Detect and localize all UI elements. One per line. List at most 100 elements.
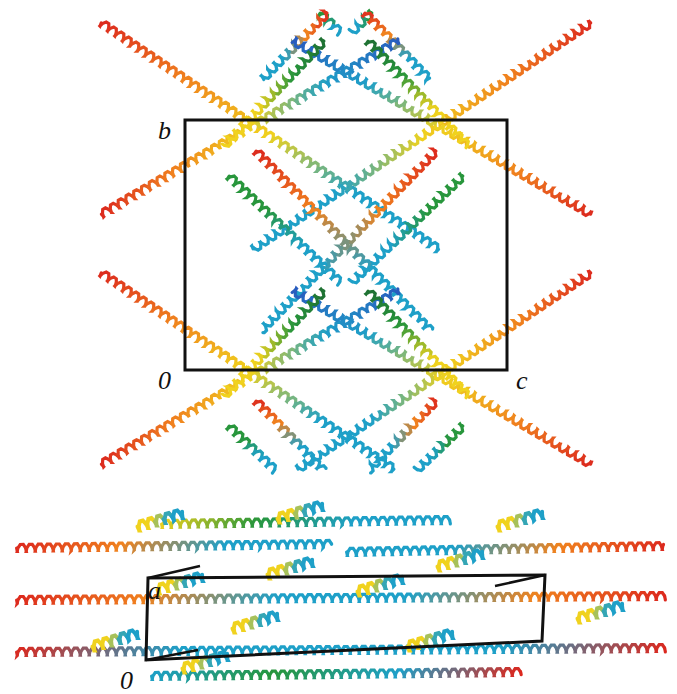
helix-segment xyxy=(152,57,161,63)
helix-segment xyxy=(414,467,417,469)
helix-segment xyxy=(234,112,243,118)
helix-segment xyxy=(490,155,499,161)
helix-segment xyxy=(130,292,139,298)
helix-segment xyxy=(297,466,300,469)
helix-segment xyxy=(167,67,176,73)
helix-segment xyxy=(321,504,323,510)
helix-segment xyxy=(317,417,326,423)
helix-segment xyxy=(272,470,274,473)
helix-segment xyxy=(448,520,452,524)
helix-segment xyxy=(512,669,521,676)
helix-segment xyxy=(451,632,453,638)
helix-segment xyxy=(401,577,403,583)
helix-segment xyxy=(338,282,340,285)
helix-segment xyxy=(145,52,154,58)
helix-segment xyxy=(330,542,333,545)
helix-segment xyxy=(342,319,351,325)
helix-segment xyxy=(220,352,229,358)
helix-segment xyxy=(264,132,273,138)
unit-cell-outline xyxy=(185,120,507,370)
helix-segment xyxy=(423,325,432,329)
helix-segment xyxy=(205,92,214,98)
helix-segment xyxy=(309,412,318,418)
helix-segment xyxy=(279,142,288,148)
helix-segment xyxy=(294,152,303,158)
helix-segment xyxy=(272,137,281,143)
helix-segment xyxy=(287,147,296,153)
helix-segment xyxy=(190,332,199,338)
axis-label: 0 xyxy=(158,368,171,394)
axis-label: b xyxy=(158,118,171,144)
helix-segment xyxy=(513,419,522,425)
helix-segment xyxy=(519,672,523,675)
helix-segment xyxy=(662,545,664,550)
helix-segment xyxy=(663,596,667,600)
axis-label: a xyxy=(148,578,161,604)
helix-segment xyxy=(264,382,273,388)
helix-segment xyxy=(263,323,267,332)
helix-segment xyxy=(541,512,543,518)
helix-segment xyxy=(513,169,522,175)
helix-segment xyxy=(536,182,545,188)
helix-segment xyxy=(317,466,326,469)
helix-segment xyxy=(338,32,340,35)
helix-segment xyxy=(197,87,206,93)
helix-segment xyxy=(115,282,124,288)
helix-segment xyxy=(324,172,333,178)
helix-segment xyxy=(160,62,169,68)
helix-segment xyxy=(137,297,146,303)
helix-segment xyxy=(354,192,363,198)
helix-layer-top xyxy=(100,11,592,473)
helix-segment xyxy=(334,65,343,71)
helix-segment xyxy=(252,246,255,249)
helix-segment xyxy=(137,47,146,53)
helix-segment xyxy=(234,362,243,368)
helix-segment xyxy=(332,177,341,183)
helix-segment xyxy=(436,249,438,252)
helix-segment xyxy=(324,422,333,428)
helix-segment xyxy=(426,78,430,81)
helix-segment xyxy=(656,645,665,652)
helix-segment xyxy=(621,604,623,610)
helix-segment xyxy=(107,277,116,283)
unit-cell-outline xyxy=(146,575,545,660)
axis-label: c xyxy=(516,368,528,394)
helix-segment xyxy=(466,395,467,397)
helix-segment xyxy=(227,357,236,363)
helix-segment xyxy=(349,29,352,31)
helix-segment xyxy=(222,394,224,395)
helix-segment xyxy=(292,289,296,293)
helix-segment xyxy=(441,517,450,524)
helix-segment xyxy=(309,162,318,168)
helix-segment xyxy=(276,614,278,620)
axis-label: 0 xyxy=(120,668,133,694)
helix-segment xyxy=(167,317,176,323)
helix-segment xyxy=(136,632,138,638)
helix-segment xyxy=(145,302,154,308)
helix-segment xyxy=(130,42,139,48)
helix-segment xyxy=(354,442,363,448)
helix-segment xyxy=(115,32,124,38)
helix-segment xyxy=(279,392,288,398)
helix-segment xyxy=(311,560,313,566)
helix-segment xyxy=(107,27,116,33)
helix-segment xyxy=(357,78,366,84)
helix-segment xyxy=(370,464,373,473)
helix-segment xyxy=(357,328,366,334)
helix-segment xyxy=(220,102,229,108)
helix-segment xyxy=(100,22,109,28)
helix-segment xyxy=(261,76,264,80)
helix-layer-bottom xyxy=(17,502,666,679)
helix-segment xyxy=(397,289,399,295)
helix-segment xyxy=(334,315,343,321)
helix-segment xyxy=(287,397,296,403)
helix-segment xyxy=(160,312,169,318)
helix-segment xyxy=(222,144,224,145)
helix-segment xyxy=(294,402,303,408)
helix-segment xyxy=(292,39,296,43)
helix-segment xyxy=(391,218,400,224)
helix-segment xyxy=(317,167,326,173)
helix-segment xyxy=(212,97,221,103)
helix-segment xyxy=(227,107,236,113)
